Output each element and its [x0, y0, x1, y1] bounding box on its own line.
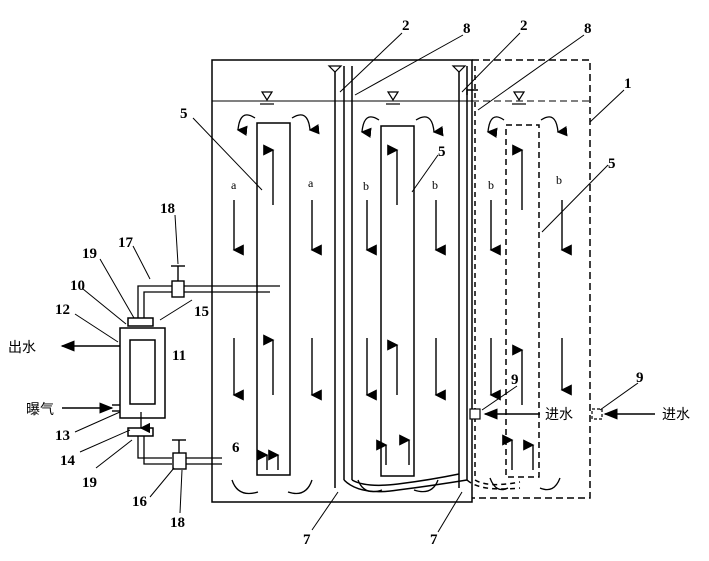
- main-tank: [211, 59, 473, 503]
- partition-baffles: [334, 66, 521, 493]
- label-14: 14: [60, 453, 76, 469]
- label-5-right: 5: [608, 156, 616, 172]
- flow-letter-a-right: a: [308, 176, 314, 190]
- inlet-label-inner: 进水: [545, 407, 573, 423]
- label-18-top: 18: [160, 201, 175, 217]
- extension-tank: [472, 59, 591, 499]
- label-18-bottom: 18: [170, 515, 185, 531]
- circulation-curls: [231, 114, 568, 495]
- label-19-bottom: 19: [82, 475, 97, 491]
- flow-letter-b-1: b: [363, 179, 369, 193]
- label-15: 15: [194, 304, 209, 320]
- label-10: 10: [70, 278, 85, 294]
- flow-letter-b-2: b: [432, 178, 438, 192]
- label-19-top: 19: [82, 246, 97, 262]
- label-11: 11: [172, 348, 186, 364]
- label-6: 6: [232, 440, 240, 456]
- label-2-right: 2: [520, 18, 528, 34]
- draft-tubes: [256, 122, 415, 477]
- aeration-label: 曝气: [26, 402, 54, 418]
- label-2-left: 2: [402, 18, 410, 34]
- label-8-left: 8: [463, 21, 471, 37]
- flow-letter-b-3: b: [488, 178, 494, 192]
- separator-unit: [119, 317, 166, 437]
- label-13: 13: [55, 428, 70, 444]
- label-12: 12: [55, 302, 70, 318]
- label-16: 16: [132, 494, 148, 510]
- label-17: 17: [118, 235, 134, 251]
- flow-letter-b-4: b: [556, 173, 562, 187]
- label-9-outer: 9: [636, 370, 644, 386]
- downflow-arrows: [232, 200, 572, 401]
- valves: [171, 265, 187, 470]
- label-8-right: 8: [584, 21, 592, 37]
- leader-lines: [74, 32, 639, 533]
- label-5-left: 5: [180, 106, 188, 122]
- label-9-inner: 9: [511, 372, 519, 388]
- outlet-aeration-arrows: [60, 340, 120, 414]
- recycle-pipes: [137, 285, 280, 465]
- inlet-label-outer: 进水: [662, 407, 690, 423]
- label-1: 1: [624, 76, 632, 92]
- draft-tube-dashed: [505, 124, 540, 478]
- label-7-left: 7: [303, 532, 311, 548]
- upflow-arrows: [257, 144, 535, 470]
- outlet-label: 出水: [8, 340, 36, 356]
- water-level-markers: [260, 65, 526, 105]
- flow-letter-a-left: a: [231, 178, 237, 192]
- label-5-middle: 5: [438, 144, 446, 160]
- inlet-nozzles: [469, 408, 603, 420]
- label-7-right: 7: [430, 532, 438, 548]
